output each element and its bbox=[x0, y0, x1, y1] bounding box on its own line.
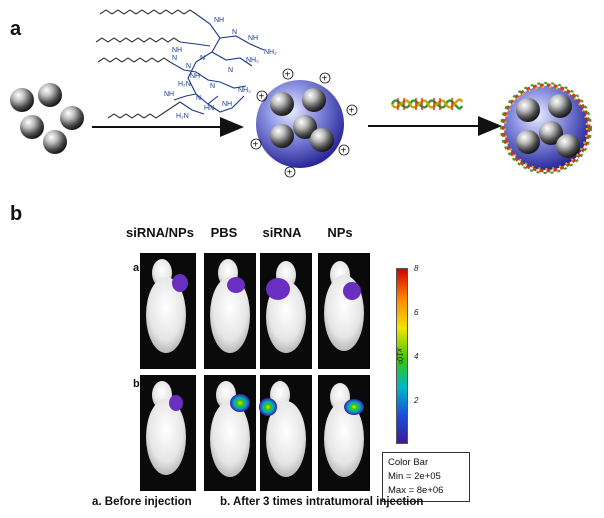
bare-nanoparticles bbox=[10, 83, 84, 154]
caption-after-injection: b. After 3 times intratumoral injection bbox=[220, 496, 424, 508]
column-label-sirna-nps: siRNA/NPs bbox=[126, 225, 194, 240]
svg-text:+: + bbox=[285, 70, 291, 81]
svg-text:+: + bbox=[253, 140, 259, 151]
nanoparticle bbox=[20, 115, 44, 139]
svg-text:NH: NH bbox=[248, 35, 258, 42]
nanoparticle bbox=[548, 94, 572, 118]
nanoparticle bbox=[10, 88, 34, 112]
svg-text:+: + bbox=[322, 74, 328, 85]
amine-labels: NH N NH NH₂ NH N N N N NH H₂N N NH₂ NH₂ … bbox=[164, 17, 277, 120]
svg-text:+: + bbox=[259, 92, 265, 103]
nanoparticle bbox=[270, 92, 294, 116]
svg-text:NH₂: NH₂ bbox=[238, 87, 251, 94]
nanoparticle bbox=[302, 88, 326, 112]
color-bar-tick-8: 8 bbox=[414, 264, 419, 273]
svg-text:H₂N: H₂N bbox=[176, 113, 189, 120]
svg-text:H₂N: H₂N bbox=[178, 81, 191, 88]
nanoparticle bbox=[60, 106, 84, 130]
panel-b-letter: b bbox=[10, 203, 23, 225]
svg-text:N: N bbox=[228, 67, 233, 74]
svg-text:NH₂: NH₂ bbox=[264, 49, 277, 56]
column-label-nps: NPs bbox=[327, 225, 353, 240]
svg-text:NH: NH bbox=[190, 73, 200, 80]
svg-text:+: + bbox=[341, 146, 347, 157]
lipid-tail bbox=[95, 37, 181, 43]
nanoparticle bbox=[43, 130, 67, 154]
svg-text:N: N bbox=[172, 55, 177, 62]
nanoparticle bbox=[516, 98, 540, 122]
row-label-a: a bbox=[133, 262, 140, 274]
lipid-dendrimer-molecule bbox=[95, 9, 265, 119]
svg-text:NH₂: NH₂ bbox=[246, 57, 259, 64]
caption-before-injection: a. Before injection bbox=[92, 496, 192, 508]
svg-text:+: + bbox=[287, 168, 293, 179]
column-label-pbs: PBS bbox=[210, 225, 238, 240]
nanoparticle bbox=[38, 83, 62, 107]
sirna-helix bbox=[390, 98, 464, 110]
svg-text:NH: NH bbox=[164, 91, 174, 98]
nanoparticle bbox=[310, 128, 334, 152]
nanoparticle bbox=[516, 130, 540, 154]
color-bar-min: Min = 2e+05 bbox=[388, 471, 441, 482]
tumor-signal-after bbox=[169, 394, 364, 416]
color-bar-tick-6: 6 bbox=[414, 308, 419, 317]
svg-text:N: N bbox=[196, 95, 201, 102]
lipid-tail bbox=[107, 101, 181, 119]
color-bar-legend: Color Bar Min = 2e+05 Max = 8e+06 bbox=[382, 452, 470, 502]
nanoparticle bbox=[270, 124, 294, 148]
color-bar-unit: x10⁵ bbox=[395, 348, 404, 365]
synthesis-scheme: NH N NH NH₂ NH N N N N NH H₂N N NH₂ NH₂ … bbox=[10, 9, 592, 179]
panel-a-letter: a bbox=[10, 18, 22, 40]
column-label-sirna: siRNA bbox=[262, 225, 302, 240]
svg-text:NH: NH bbox=[222, 101, 232, 108]
nanoparticle bbox=[539, 121, 563, 145]
svg-text:N: N bbox=[186, 63, 191, 70]
nanoparticle bbox=[293, 115, 317, 139]
tumor-signal-before bbox=[172, 274, 361, 300]
color-bar-max: Max = 8e+06 bbox=[388, 485, 444, 496]
mouse-body bbox=[146, 381, 364, 477]
svg-text:N: N bbox=[210, 83, 215, 90]
positive-charges: + + + + + + + bbox=[250, 68, 358, 179]
lipid-tail bbox=[97, 57, 171, 63]
svg-text:NH: NH bbox=[214, 17, 224, 24]
nanoparticle bbox=[556, 134, 580, 158]
sirna-nanoparticle-complex bbox=[500, 82, 592, 174]
svg-text:+: + bbox=[349, 106, 355, 117]
svg-text:NH: NH bbox=[172, 47, 182, 54]
color-bar-title: Color Bar bbox=[388, 457, 429, 468]
svg-text:N: N bbox=[200, 55, 205, 62]
bioluminescence-image-grid bbox=[140, 253, 370, 491]
color-bar-tick-4: 4 bbox=[414, 352, 419, 361]
svg-text:HN: HN bbox=[204, 105, 214, 112]
svg-text:N: N bbox=[232, 29, 237, 36]
row-label-b: b bbox=[133, 378, 140, 390]
cationic-nanoparticle bbox=[256, 80, 344, 168]
color-bar bbox=[396, 268, 408, 444]
lipid-tail bbox=[99, 9, 197, 15]
color-bar-tick-2: 2 bbox=[414, 396, 419, 405]
